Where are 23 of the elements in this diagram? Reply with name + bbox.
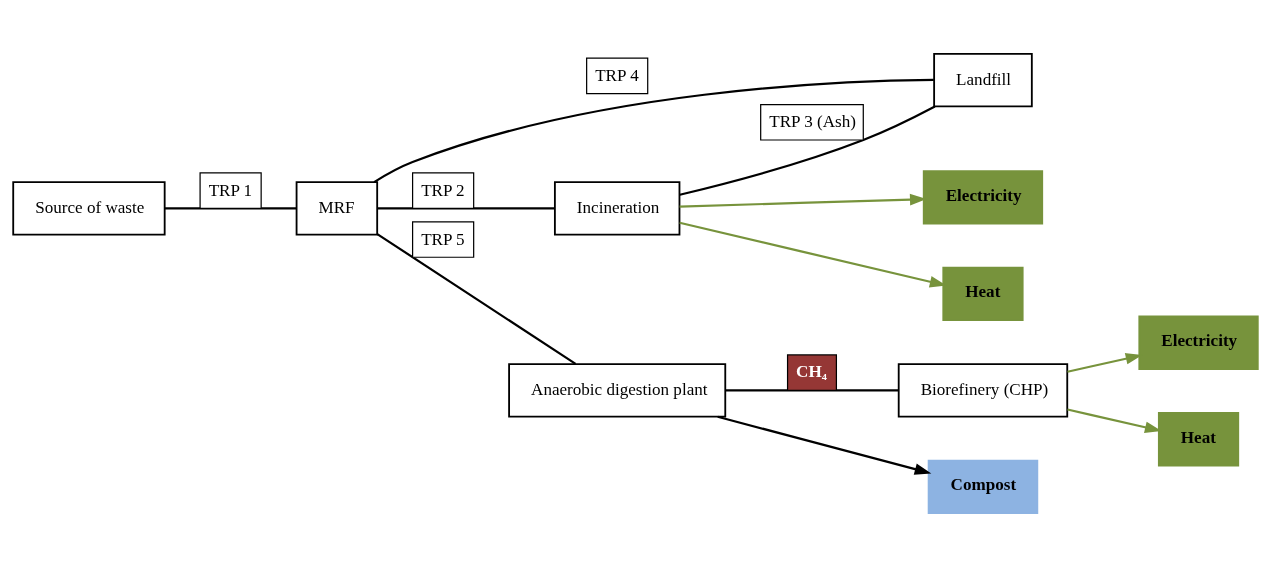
node-box: Heat xyxy=(1157,412,1240,467)
node-box: Electricity xyxy=(922,170,1044,225)
edge-label: TRP 3 (Ash) xyxy=(769,112,856,132)
edge-label: TRP 2 xyxy=(421,180,465,200)
node-box: MRF xyxy=(295,181,379,236)
node-box: Anaerobic digestion plant xyxy=(508,363,727,418)
edge-label: TRP 5 xyxy=(421,229,465,249)
connector xyxy=(376,233,577,365)
node-box: Landfill xyxy=(933,52,1033,108)
node-box: Incineration xyxy=(553,181,681,236)
node-box: Electricity xyxy=(1138,315,1259,370)
connector xyxy=(164,207,297,210)
edge-label: TRP 4 xyxy=(595,66,639,85)
arrow xyxy=(717,415,932,475)
node-box: Source of waste xyxy=(12,181,166,236)
node-box: Heat xyxy=(942,266,1024,322)
connector xyxy=(725,389,899,392)
connector xyxy=(373,78,934,184)
edge-label: CH₄ xyxy=(796,361,827,381)
connector xyxy=(377,207,555,210)
node-box: Biorefinery (CHP) xyxy=(897,363,1069,418)
edge-label: TRP 1 xyxy=(208,180,253,200)
node-box: Compost xyxy=(927,459,1039,515)
